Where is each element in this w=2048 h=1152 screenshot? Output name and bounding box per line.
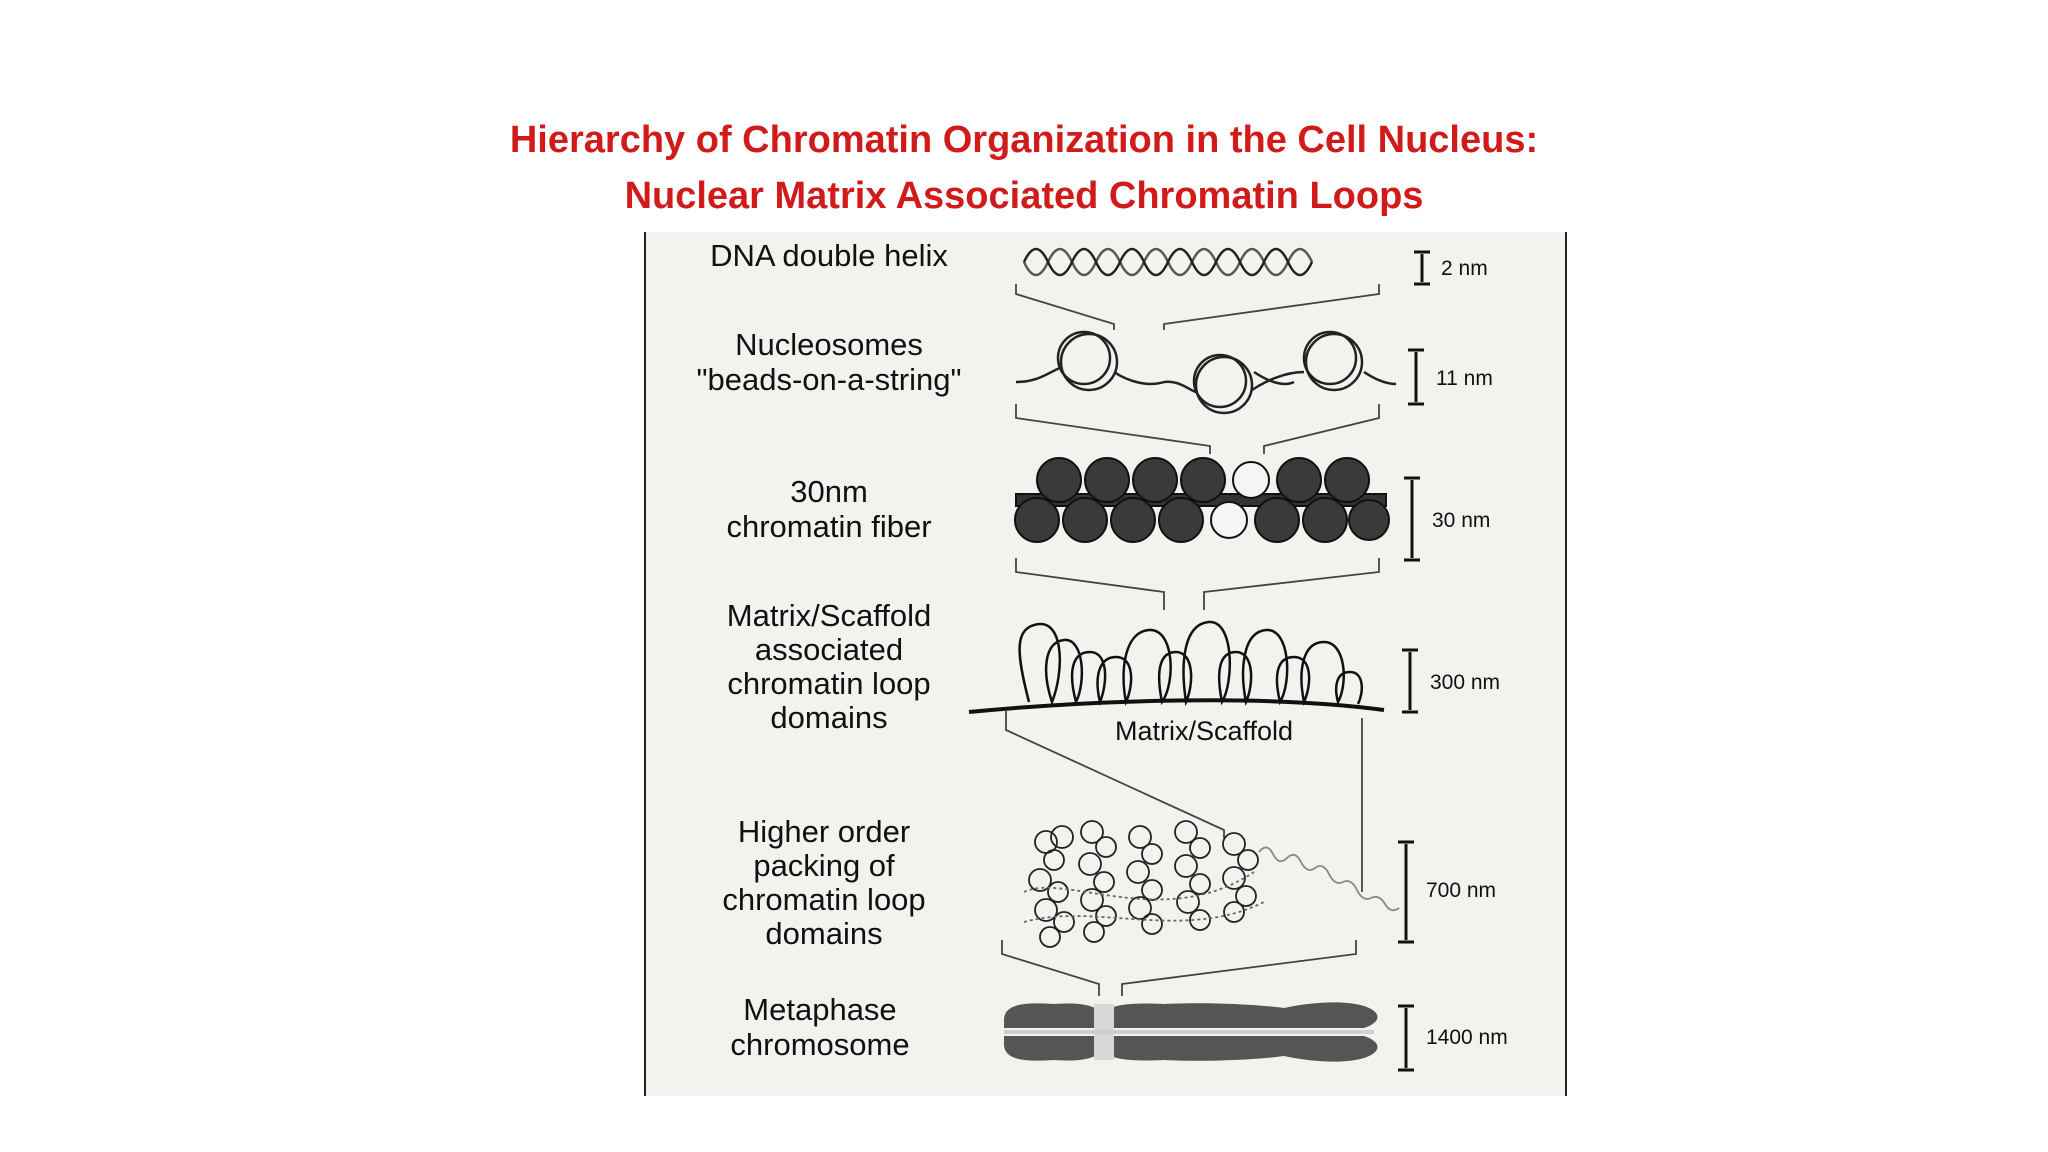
scale-label-700nm: 700 nm: [1426, 879, 1496, 902]
chromatin-fiber-illustration: [1014, 457, 1390, 543]
level-labels: DNA double helix Nucleosomes "beads-on-a…: [697, 238, 962, 1062]
figure-border-right: [1565, 232, 1567, 1096]
connector-lines-4: [1005, 710, 1363, 892]
scale-label-30nm: 30 nm: [1432, 509, 1490, 532]
label-30nm-fiber-1: 30nm: [790, 474, 868, 509]
label-loop-domains-4: domains: [770, 700, 887, 735]
slide-title: Hierarchy of Chromatin Organization in t…: [0, 112, 2048, 224]
label-higher-order-3: chromatin loop: [722, 882, 925, 917]
label-higher-order-4: domains: [765, 916, 882, 951]
label-higher-order-2: packing of: [753, 848, 895, 883]
title-line-1: Hierarchy of Chromatin Organization in t…: [509, 119, 1539, 161]
chromatin-hierarchy-diagram: DNA double helix Nucleosomes "beads-on-a…: [697, 238, 1508, 1072]
figure-border-left: [644, 232, 646, 1096]
scale-label-300nm: 300 nm: [1430, 671, 1500, 694]
label-30nm-fiber-2: chromatin fiber: [726, 509, 931, 544]
scale-bars: [1398, 250, 1430, 1072]
connector-lines-5: [1001, 940, 1357, 996]
connector-lines-1: [1015, 284, 1380, 330]
dna-double-helix-illustration: [1022, 247, 1314, 277]
label-loop-domains-3: chromatin loop: [727, 666, 930, 701]
matrix-scaffold-label: Matrix/Scaffold: [1115, 716, 1293, 746]
connector-lines-3: [1015, 558, 1380, 610]
label-loop-domains-1: Matrix/Scaffold: [727, 598, 931, 633]
figure-background: [644, 232, 1566, 1096]
metaphase-chromosome-illustration: [1004, 1002, 1378, 1062]
connector-lines-2: [1015, 404, 1380, 454]
higher-order-packing-illustration: [1023, 820, 1400, 948]
label-nucleosomes-1: Nucleosomes: [735, 327, 923, 362]
label-nucleosomes-2: "beads-on-a-string": [697, 362, 962, 397]
label-loop-domains-2: associated: [755, 632, 903, 667]
label-metaphase-2: chromosome: [730, 1027, 909, 1062]
nucleosomes-illustration: [1015, 330, 1397, 415]
scale-label-2nm: 2 nm: [1441, 257, 1488, 280]
loop-domains-illustration: [968, 620, 1385, 714]
label-metaphase-1: Metaphase: [743, 992, 896, 1027]
label-dna-double-helix: DNA double helix: [710, 238, 948, 273]
title-line-2: Nuclear Matrix Associated Chromatin Loop…: [624, 175, 1424, 217]
scale-label-11nm: 11 nm: [1436, 367, 1493, 390]
label-higher-order-1: Higher order: [738, 814, 910, 849]
scale-label-1400nm: 1400 nm: [1426, 1026, 1508, 1049]
scale-labels: 2 nm 11 nm 30 nm 300 nm 700 nm 1400 nm: [1426, 257, 1508, 1049]
